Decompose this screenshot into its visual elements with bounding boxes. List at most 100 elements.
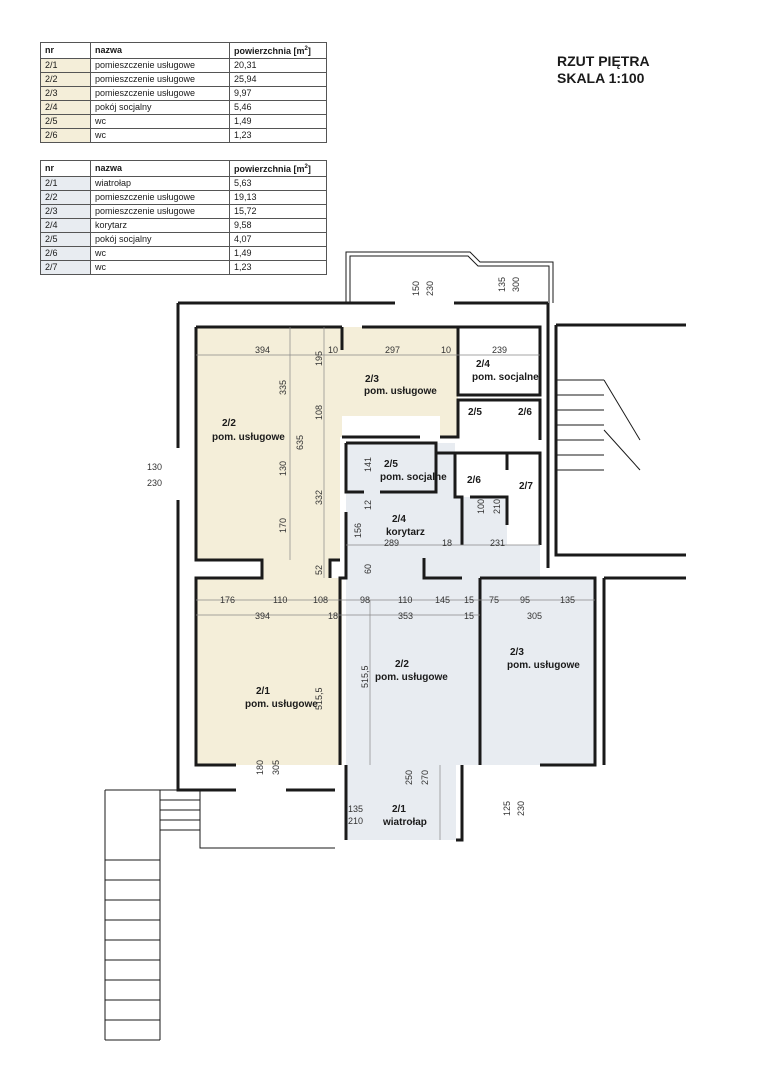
header-area-prefix: powierzchnia [m: [234, 164, 305, 174]
label-b-2-2-name: pom. usługowe: [375, 672, 448, 683]
dimension-lines: [196, 327, 595, 840]
label-b-2-4-num: 2/4: [392, 514, 406, 525]
dim-230-top: 230: [425, 281, 435, 296]
zone-a-fills: [196, 327, 458, 765]
title-line-2: SKALA 1:100: [557, 70, 645, 86]
header-area-suffix: ]: [307, 46, 311, 56]
dim-line: [196, 327, 595, 840]
dim-15: 15: [464, 595, 474, 605]
dimension-labels: 394 10 297 10 239 195 335 108 130 170 33…: [147, 277, 575, 826]
dim-289: 289: [384, 538, 399, 548]
dim-332: 332: [314, 490, 324, 505]
dim-108b: 108: [313, 595, 328, 605]
dim-515-a: 515,5: [314, 687, 324, 710]
dim-230-left: 230: [147, 478, 162, 488]
dim-135-top: 135: [497, 277, 507, 292]
label-a-2-3-num: 2/3: [365, 374, 379, 385]
label-a-2-4-num: 2/4: [476, 359, 490, 370]
outer-wall: [176, 301, 550, 792]
dim-394-top: 394: [255, 345, 270, 355]
dim-394-bottom: 394: [255, 611, 270, 621]
dim-170: 170: [278, 518, 288, 533]
stair-box: [554, 323, 686, 765]
label-a-2-3-name: pom. usługowe: [364, 386, 437, 397]
cell-nr: 2/4: [40, 100, 91, 115]
dim-150: 150: [411, 281, 421, 296]
stair-steps: [105, 799, 200, 1021]
cell-nr: 2/2: [40, 72, 91, 87]
header-area-suffix: ]: [307, 164, 311, 174]
dim-195: 195: [314, 351, 324, 366]
zone-b-fills: [346, 443, 595, 840]
dim-95: 95: [520, 595, 530, 605]
dim-635: 635: [295, 435, 305, 450]
dim-10: 10: [328, 345, 338, 355]
dim-108: 108: [314, 405, 324, 420]
dim-176: 176: [220, 595, 235, 605]
label-a-2-4-name: pom. socjalne: [472, 372, 539, 383]
dim-52: 52: [314, 565, 324, 575]
dim-15b: 15: [464, 611, 474, 621]
cell-nr: 2/6: [40, 246, 91, 261]
dim-110b: 110: [398, 595, 412, 605]
label-a-2-2-name: pom. usługowe: [212, 432, 285, 443]
dim-100: 100: [476, 499, 486, 514]
dim-12: 12: [363, 500, 373, 510]
label-b-2-6-num: 2/6: [467, 475, 481, 486]
cell-nazwa: wc: [90, 260, 230, 275]
dim-60: 60: [363, 564, 373, 574]
dim-515-b: 515,5: [360, 665, 370, 688]
inner-wall-mid: [342, 398, 542, 440]
cell-nr: 2/3: [40, 204, 91, 219]
staircase-left: [104, 789, 335, 1041]
dim-250: 250: [404, 770, 414, 785]
label-b-2-4-name: korytarz: [386, 527, 425, 538]
zone-b-2-3: [480, 578, 595, 765]
stair-line: [556, 379, 604, 471]
right-section-walls: [344, 576, 597, 842]
label-b-2-1-name: wiatrołap: [382, 817, 427, 828]
dim-180: 180: [255, 760, 265, 775]
balcony-outline: [345, 251, 554, 303]
balcony: [345, 251, 554, 303]
label-a-2-6-num: 2/6: [518, 407, 532, 418]
dim-305: 305: [527, 611, 542, 621]
header-area-sup: 2: [304, 164, 308, 170]
dim-230-right: 230: [516, 801, 526, 816]
dim-270: 270: [420, 770, 430, 785]
table-header-row: nr nazwa powierzchnia [m2]: [40, 42, 327, 59]
dim-239: 239: [492, 345, 507, 355]
header-nr: nr: [40, 42, 91, 59]
dim-305-door: 305: [271, 760, 281, 775]
header-area-sup: 2: [304, 46, 308, 52]
dim-10b: 10: [441, 345, 451, 355]
cell-nr: 2/1: [40, 58, 91, 73]
label-b-2-5-num: 2/5: [384, 459, 398, 470]
label-b-2-2-num: 2/2: [395, 659, 409, 670]
cell-nr: 2/7: [40, 260, 91, 275]
dim-141: 141: [363, 457, 373, 472]
zone-a-2-3: [342, 327, 458, 416]
label-b-2-5-name: pom. socjalne: [380, 472, 447, 483]
dim-135b: 135: [348, 804, 363, 814]
header-area-prefix: powierzchnia [m: [234, 46, 305, 56]
title-line-1: RZUT PIĘTRA: [557, 53, 650, 69]
dim-231: 231: [490, 538, 505, 548]
cell-area: 19,13: [229, 190, 327, 205]
dim-130: 130: [278, 461, 288, 476]
dim-297: 297: [385, 345, 400, 355]
label-b-2-7-num: 2/7: [519, 481, 533, 492]
dim-130-left: 130: [147, 462, 162, 472]
dim-300: 300: [511, 277, 521, 292]
cell-nr: 2/6: [40, 128, 91, 143]
zone-b-wiatrolap: [346, 765, 456, 840]
dim-156: 156: [353, 523, 363, 538]
